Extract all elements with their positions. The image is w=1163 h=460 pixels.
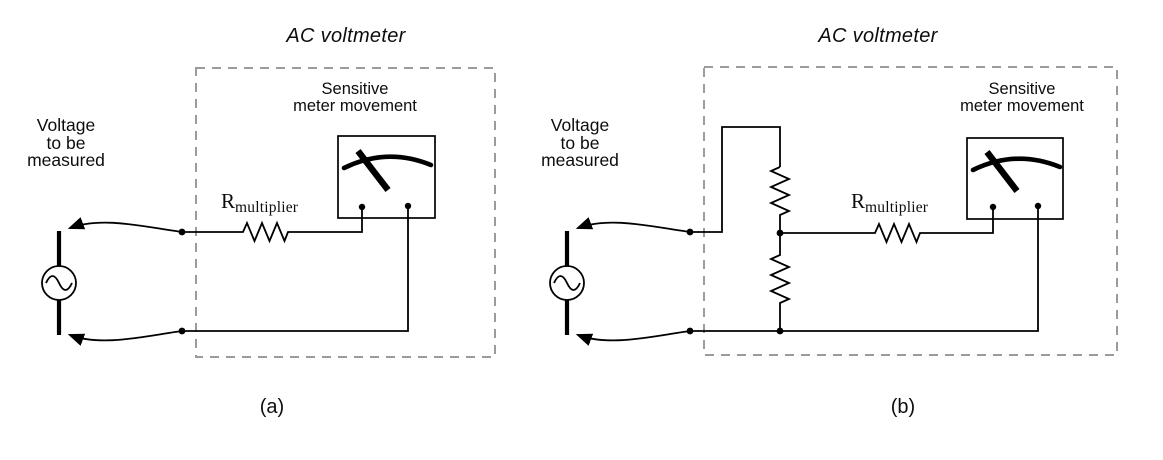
meter-movement-label-a: Sensitive meter movement — [293, 81, 417, 115]
sine-wave-icon — [45, 275, 73, 291]
test-lead-bottom — [67, 330, 183, 346]
circuit-b — [549, 66, 1118, 356]
meter-scale-arc — [970, 156, 1063, 173]
resistor-label-subscript: multiplier — [235, 199, 299, 216]
resistor-label-base: R — [221, 189, 236, 213]
voltage-source-label-a: Voltage to be measured — [27, 115, 105, 170]
multiplier-resistor-label-b: Rmultiplier — [851, 189, 928, 217]
meter-needle — [355, 149, 391, 192]
return-wire — [182, 206, 409, 332]
voltage-label-line2: to be — [560, 132, 600, 153]
caption-a: (a) — [259, 396, 285, 418]
meter-terminal-dot — [358, 203, 366, 211]
voltage-source-label-b: Voltage to be measured — [541, 115, 619, 170]
meter-body — [337, 135, 436, 219]
multiplier-resistor — [182, 207, 363, 244]
test-lead-bottom — [575, 330, 691, 346]
sine-wave-icon — [553, 275, 581, 291]
voltmeter-enclosure-a — [195, 67, 496, 358]
test-lead-top — [67, 217, 183, 233]
voltage-label-line1: Voltage — [36, 115, 96, 135]
meter-label-line1: Sensitive — [321, 80, 389, 98]
meter-terminal-dot — [989, 203, 997, 211]
meter-label-line1: Sensitive — [988, 80, 1056, 98]
divider-resistor-top — [768, 166, 792, 233]
circuit-a — [41, 67, 496, 358]
meter-movement — [337, 135, 436, 219]
resistor-label-subscript: multiplier — [865, 199, 929, 216]
meter-label-line2: meter movement — [960, 97, 1084, 115]
test-lead-top — [575, 217, 691, 233]
multiplier-resistor-label-a: Rmultiplier — [221, 189, 298, 217]
meter-needle — [984, 150, 1020, 193]
multiplier-resistor — [780, 207, 994, 245]
ac-source-icon — [549, 231, 585, 335]
meter-body — [966, 137, 1064, 220]
voltage-label-line3: measured — [27, 150, 105, 170]
voltage-label-line3: measured — [541, 150, 619, 170]
return-wire — [690, 206, 1039, 332]
caption-b: (b) — [890, 396, 916, 418]
meter-movement — [966, 137, 1064, 220]
input-loop-wire — [690, 126, 781, 233]
divider-resistor-bottom — [768, 233, 792, 331]
meter-scale-arc — [341, 154, 434, 171]
meter-terminal-dot — [404, 202, 412, 210]
meter-label-line2: meter movement — [293, 97, 417, 115]
voltage-label-line2: to be — [46, 132, 86, 153]
meter-terminal-dot — [1034, 202, 1042, 210]
meter-movement-label-b: Sensitive meter movement — [960, 81, 1084, 115]
resistor-label-base: R — [851, 189, 866, 213]
voltage-label-line1: Voltage — [550, 115, 610, 135]
enclosure-title-a: AC voltmeter — [286, 25, 406, 47]
enclosure-title-b: AC voltmeter — [818, 25, 938, 47]
ac-source-icon — [41, 231, 77, 335]
